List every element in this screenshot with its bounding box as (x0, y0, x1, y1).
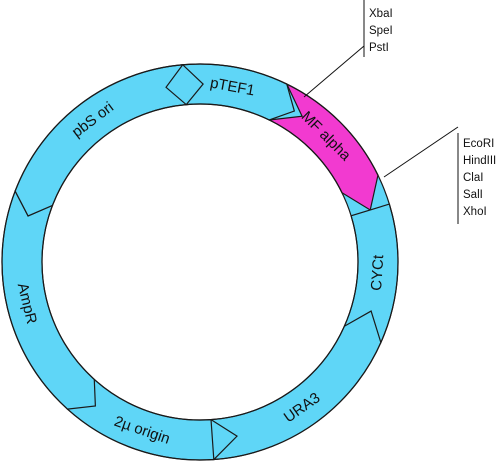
restriction-site-label: EcoRI (463, 138, 494, 150)
restriction-site-label: XhoI (463, 206, 487, 218)
restriction-site-label: XbaI (369, 8, 393, 20)
restriction-site-label: SpeI (369, 25, 393, 37)
site-group-0: XbaI SpeI PstI (303, 0, 393, 98)
feature-segment-5 (1, 189, 96, 410)
site-group-1: EcoRI HindIII ClaI SalI XhoI (383, 126, 496, 224)
site-leader-line (303, 45, 365, 98)
restriction-site-label: SalI (463, 189, 483, 201)
site-leader-line (383, 126, 459, 178)
ring-inner-outline (41, 103, 359, 421)
restriction-site-label: PstI (369, 42, 389, 54)
feature-label-2: CYCt (368, 254, 387, 292)
restriction-sites: XbaI SpeI PstI EcoRI HindIII ClaI SalI XhoI (303, 0, 496, 224)
ring-outer-outline (1, 63, 399, 461)
restriction-site-label: ClaI (463, 172, 483, 184)
feature-segment-6 (14, 64, 188, 217)
restriction-site-label: HindIII (463, 155, 496, 167)
